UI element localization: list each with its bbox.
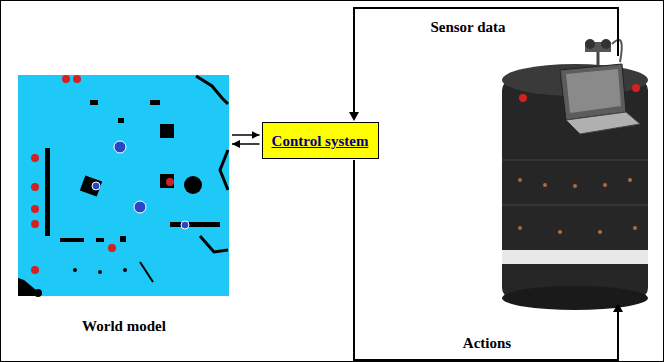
robot-illustration: [558, 230, 562, 234]
action-line: [354, 160, 618, 360]
map-illustration: [160, 174, 174, 188]
robot-illustration: [518, 226, 522, 230]
map-illustration: [31, 183, 39, 191]
robot-illustration: [502, 39, 648, 310]
feedback-line: [354, 8, 618, 112]
robot-illustration: [597, 52, 600, 66]
map-illustration: [31, 154, 39, 162]
box-label: Control system: [272, 132, 369, 150]
robot-illustration: [560, 64, 626, 120]
map-illustration: [90, 100, 98, 105]
map-illustration: [114, 141, 126, 153]
map-illustration: [150, 100, 160, 105]
map-illustration: [184, 176, 202, 194]
map-illustration: [98, 270, 102, 274]
robot-illustration: [502, 160, 648, 161]
map-illustration: [140, 262, 153, 282]
map-illustration: [73, 268, 77, 272]
map-illustration: [62, 75, 70, 83]
control-box: Control system: [262, 122, 379, 159]
robot-illustration: [612, 40, 622, 62]
map-illustration: [45, 148, 50, 236]
action-line: [613, 303, 623, 312]
robot-illustration: [632, 84, 640, 92]
map-illustration: [200, 236, 228, 252]
robot-illustration: [566, 69, 621, 113]
action-line: [354, 160, 623, 360]
map-illustration: [96, 238, 104, 242]
robot-illustration: [585, 39, 595, 49]
map-illustration: [18, 75, 229, 297]
feedback-line: [349, 8, 618, 121]
robot-illustration: [598, 230, 602, 234]
map-illustration: [181, 221, 189, 229]
map-illustration: [118, 118, 124, 123]
signal-label: Sensor data: [430, 18, 505, 36]
map-illustration: [120, 236, 126, 242]
map-illustration: [196, 76, 228, 104]
robot-illustration: [543, 183, 547, 187]
map-illustration: [80, 175, 102, 196]
map-illustration: [18, 75, 229, 296]
robot-illustration: [519, 94, 527, 102]
robot-illustration: [601, 39, 611, 49]
arrow-connector: [232, 143, 260, 145]
robot-illustration: [502, 205, 648, 206]
map-illustration: [34, 289, 42, 297]
map-illustration: [123, 268, 127, 272]
robot-illustration: [502, 250, 648, 264]
map-illustration: [166, 178, 174, 186]
map-illustration: [108, 244, 116, 252]
map-illustration: [134, 201, 146, 213]
robot-illustration: [603, 183, 607, 187]
robot-illustration: [566, 112, 640, 134]
signal-label: Actions: [463, 334, 511, 352]
map-illustration: [31, 205, 39, 213]
robot-illustration: [628, 178, 632, 182]
map-illustration: [60, 238, 84, 242]
map-illustration: [73, 75, 81, 83]
map-illustration: [170, 222, 220, 227]
map-illustration: [160, 124, 174, 138]
map-illustration: [92, 182, 100, 190]
robot-illustration: [573, 184, 577, 188]
feedback-line: [349, 112, 359, 121]
caption-label: World model: [18, 317, 230, 335]
robot-illustration: [633, 226, 637, 230]
world-model: World model: [18, 75, 230, 341]
arrow-connector: [232, 134, 260, 136]
map-illustration: [31, 266, 39, 274]
map-illustration: [220, 150, 228, 190]
map-illustration: [31, 220, 39, 228]
robot-illustration: [518, 178, 522, 182]
robot-illustration: [502, 286, 648, 310]
